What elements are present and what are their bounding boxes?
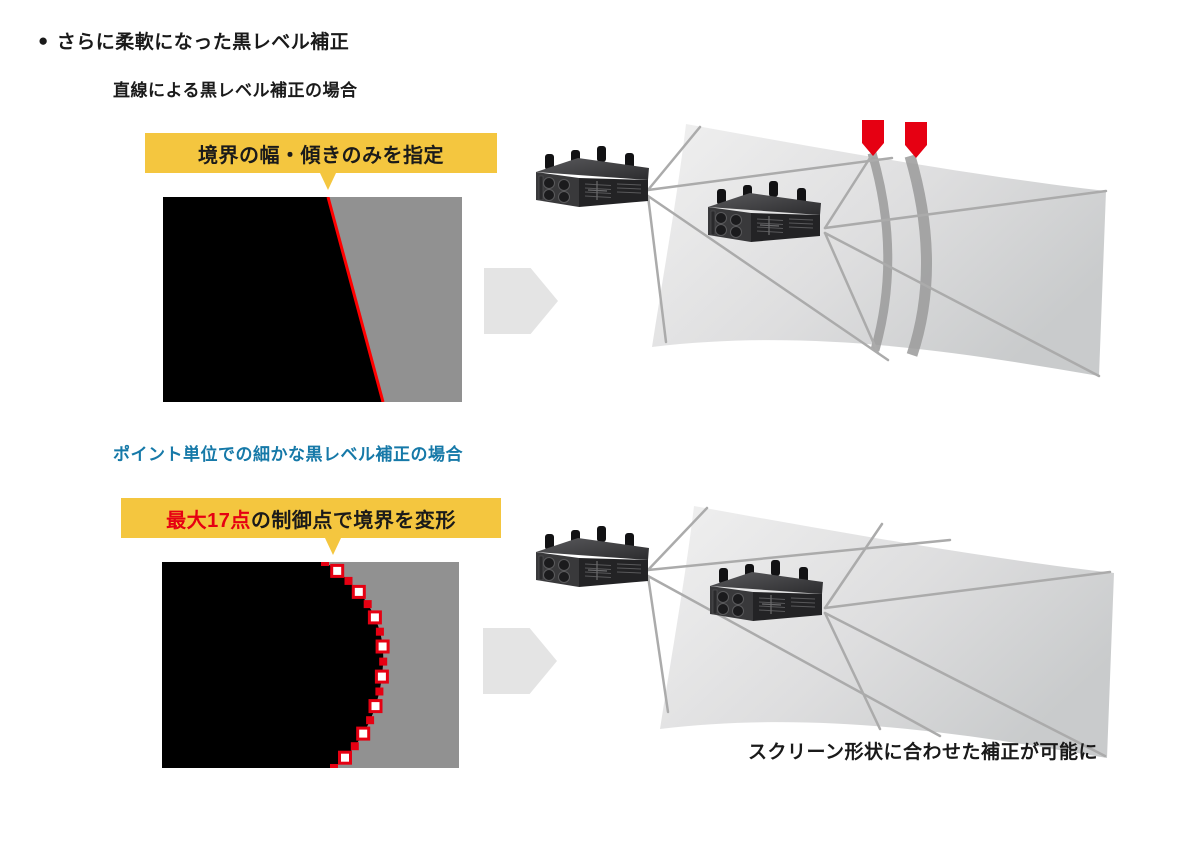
boundary-marker-icon (905, 122, 927, 158)
blend-band (904, 154, 932, 357)
control-points (321, 562, 390, 768)
control-point-icon (367, 610, 382, 625)
projector-icon (535, 525, 650, 588)
point-banner: 最大17点の制御点で境界を変形 (121, 498, 501, 555)
page-title-text: さらに柔軟になった黒レベル補正 (56, 32, 350, 53)
gray-region (325, 562, 459, 768)
boundary-line (326, 197, 385, 402)
point-correction-preview (162, 562, 459, 768)
control-point-icon (375, 627, 384, 636)
page-title: ● さらに柔軟になった黒レベル補正 (38, 27, 349, 54)
blend-bands (867, 151, 932, 357)
control-point-icon (366, 716, 375, 725)
point-section-title: ポイント単位での細かな黒レベル補正の場合 (113, 445, 463, 464)
linear-section-title: 直線による黒レベル補正の場合 (113, 81, 358, 100)
control-point-icon (321, 562, 329, 566)
control-point-icon (368, 699, 383, 714)
projection-illustration-linear (535, 120, 1108, 378)
point-banner-highlight: 最大17点 (166, 509, 251, 532)
control-point-icon (374, 669, 389, 684)
control-point-icon (338, 750, 352, 765)
control-point-icon (363, 600, 372, 609)
control-point-icon (330, 563, 345, 578)
result-caption: スクリーン形状に合わせた補正が可能に (748, 742, 1099, 763)
control-point-icon (356, 726, 371, 741)
banner-tail-icon (320, 173, 336, 190)
control-point-icon (330, 764, 338, 768)
control-point-icon (375, 639, 390, 654)
beam-lines (646, 506, 1112, 758)
boundary-markers (862, 120, 927, 158)
beam-lines (646, 125, 1108, 378)
control-point-icon (375, 687, 384, 696)
control-point-icon (351, 584, 366, 599)
boundary-marker-icon (862, 120, 884, 156)
projector-icon (535, 145, 650, 208)
projection-illustration-point (535, 506, 1114, 758)
linear-banner-text: 境界の幅・傾きのみを指定 (198, 144, 444, 167)
point-banner-text: の制御点で境界を変形 (250, 509, 456, 532)
linear-banner: 境界の幅・傾きのみを指定 (145, 133, 497, 190)
gray-region (328, 197, 462, 402)
control-point-icon (350, 742, 359, 751)
blend-band (867, 151, 893, 352)
banner-tail-icon (325, 538, 341, 555)
control-point-icon (379, 657, 388, 666)
screen-shape (660, 506, 1114, 758)
control-point-icon (344, 576, 353, 585)
bullet-icon: ● (38, 31, 49, 50)
linear-correction-preview (163, 197, 462, 402)
